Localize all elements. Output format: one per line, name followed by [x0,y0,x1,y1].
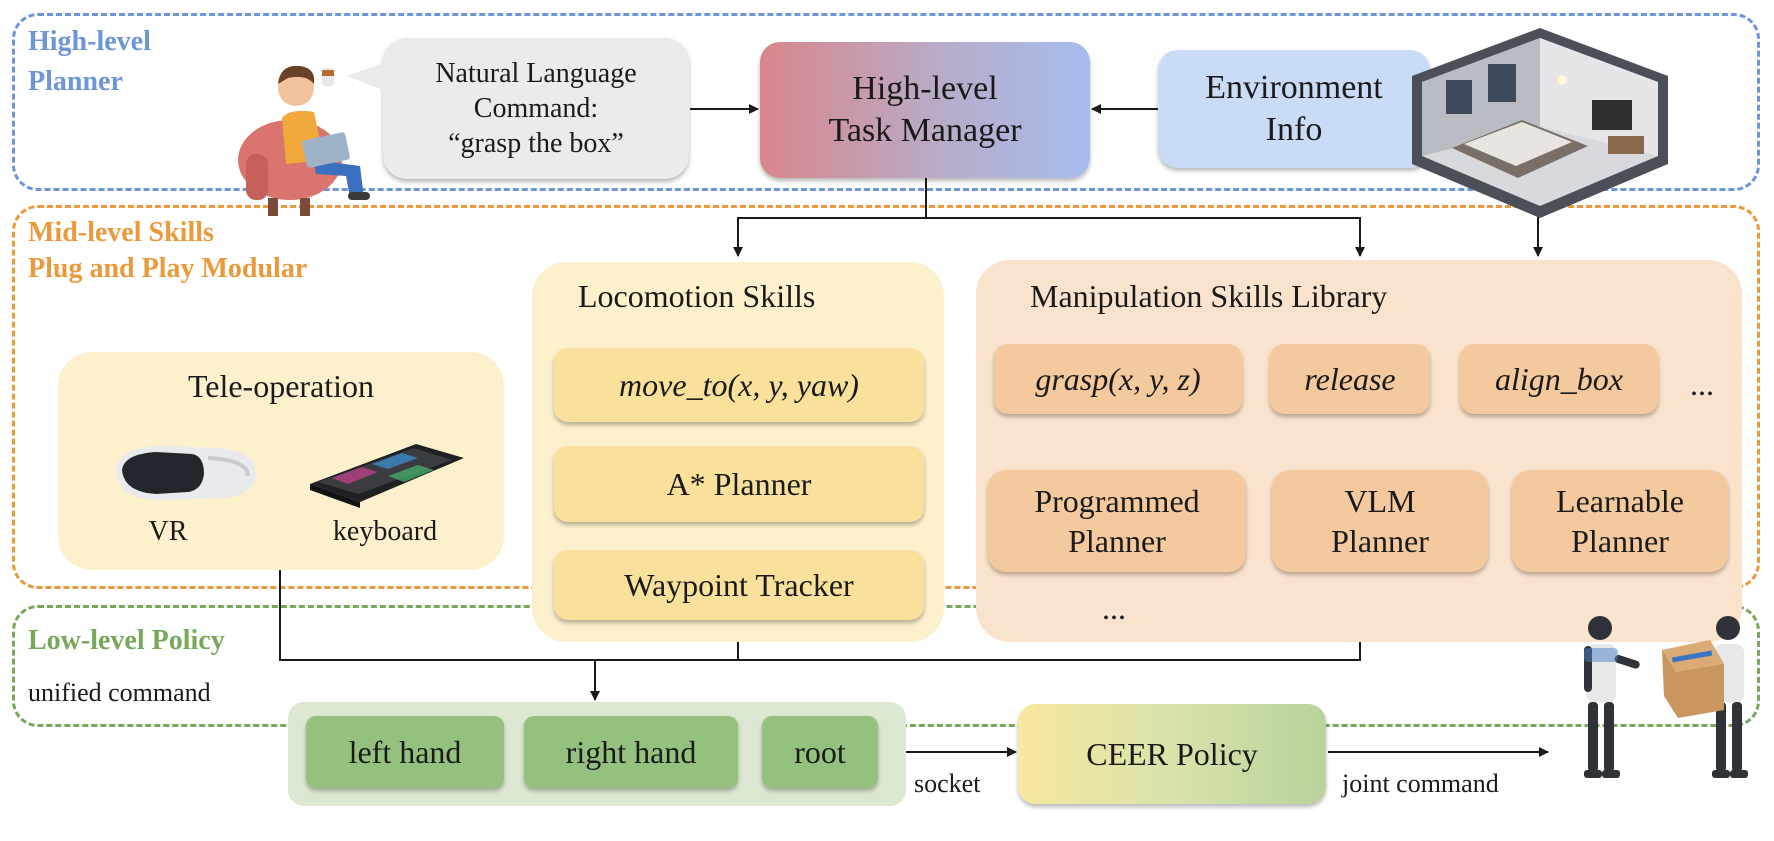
keyboard-label: keyboard [332,516,438,547]
left-hand-command-box: left hand [306,716,504,788]
environment-line-1: Environment [1205,68,1383,106]
socket-label: socket [914,769,981,798]
locomotion-skills-title: Locomotion Skills [578,278,816,314]
mid-level-label-line1: Mid-level Skills [28,217,214,248]
move-to-skill-box: move_to(x, y, yaw) [554,348,924,422]
vr-headset-icon [108,440,262,508]
task-manager-line-1: High-level [852,69,998,107]
more-skills-ellipsis: ... [1690,366,1714,402]
command-line-1: Natural Language [435,58,637,89]
manipulation-skills-title: Manipulation Skills Library [1030,278,1388,314]
task-manager-box: High-level Task Manager [760,42,1090,178]
programmed-planner-line-1: Programmed [1034,483,1200,519]
high-level-label: High-level Planner [28,26,151,97]
joint-command-label: joint command [1342,769,1499,798]
programmed-planner-line-2: Planner [1068,523,1166,559]
vr-label: VR [148,516,188,547]
command-speech-bubble: Natural Language Command: “grasp the box… [383,38,689,179]
manipulation-skills-panel [976,260,1742,642]
a-star-planner-box: A* Planner [554,446,924,522]
more-planners-ellipsis: ... [1102,590,1126,626]
task-manager-line-2: Task Manager [828,112,1022,149]
waypoint-tracker-box: Waypoint Tracker [554,550,924,620]
bedroom-scene-icon [1412,28,1668,218]
mid-level-label-line2: Plug and Play Modular [28,253,308,284]
learnable-planner-box: Learnable Planner [1512,470,1728,572]
ceer-policy-box: CEER Policy [1018,704,1326,804]
vlm-planner-line-1: VLM [1344,483,1416,519]
environment-line-2: Info [1265,111,1323,148]
right-hand-command-box: right hand [524,716,738,788]
teleoperation-title: Tele-operation [187,368,375,404]
environment-info-box: Environment Info [1158,50,1430,168]
align-box-skill-box: align_box [1460,344,1658,414]
grasp-skill-box: grasp(x, y, z) [994,344,1242,414]
command-line-3: “grasp the box” [448,128,624,159]
unified-command-label: unified command [28,678,211,707]
humanoid-robots-icon [1560,614,1766,836]
person-with-laptop-icon [228,48,378,218]
root-command-box: root [762,716,878,788]
low-level-label: Low-level Policy [28,625,225,656]
vlm-planner-box: VLM Planner [1272,470,1488,572]
vlm-planner-line-2: Planner [1331,523,1429,559]
command-line-2: Command: [473,93,599,124]
programmed-planner-box: Programmed Planner [988,470,1246,572]
keyboard-icon [302,432,472,510]
release-skill-box: release [1270,344,1430,414]
speech-bubble-tail [347,58,387,98]
learnable-planner-line-1: Learnable [1556,483,1684,519]
learnable-planner-line-2: Planner [1571,523,1669,559]
